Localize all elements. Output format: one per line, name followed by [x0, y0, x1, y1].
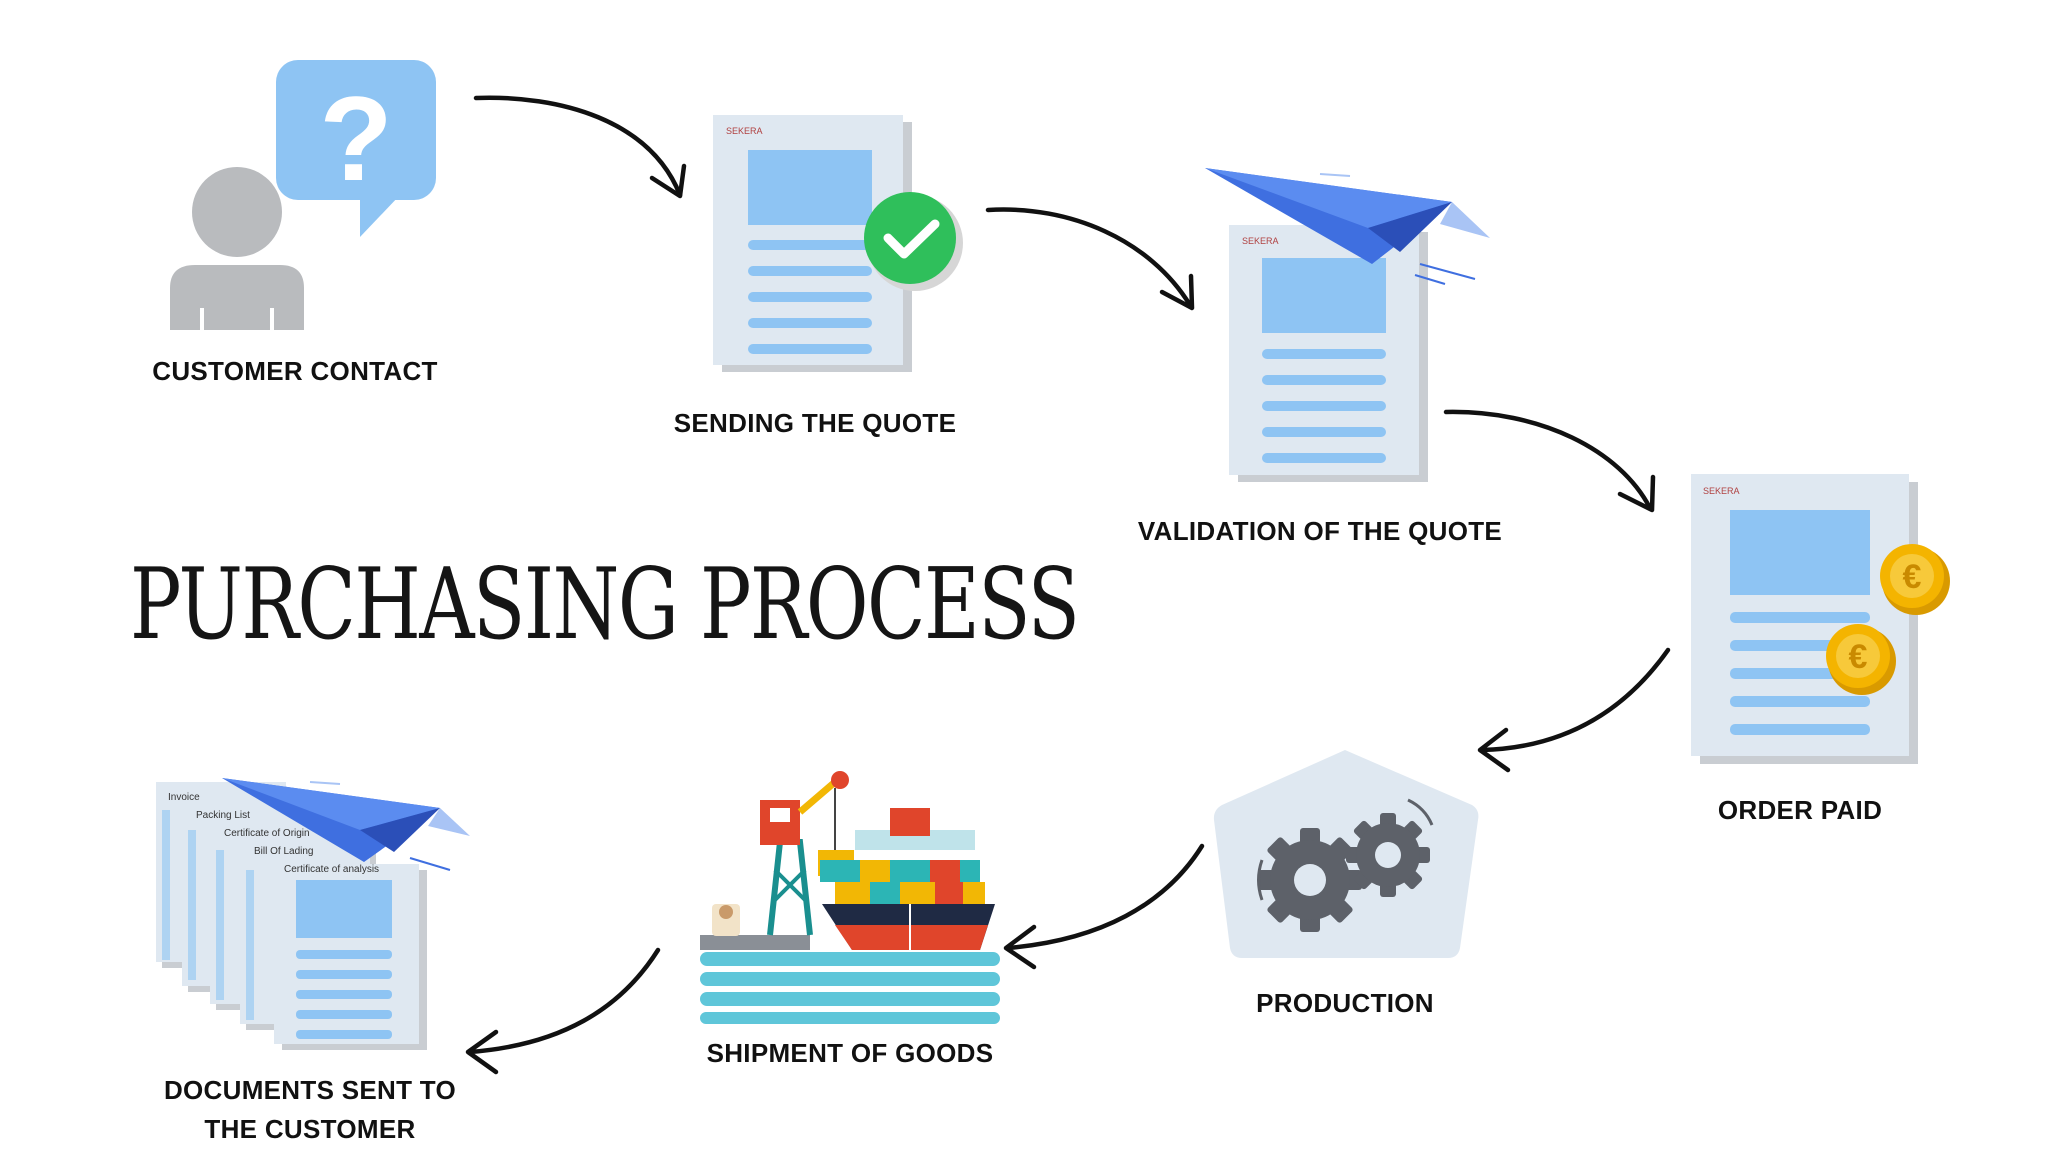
arrow-quote-to-validation [985, 207, 1195, 311]
svg-text:?: ? [319, 72, 392, 206]
step-label-production: PRODUCTION [1256, 988, 1434, 1018]
svg-text:SEKERA: SEKERA [1703, 486, 1740, 496]
step-label-order-paid: ORDER PAID [1717, 795, 1883, 825]
svg-text:€: € [1903, 558, 1922, 596]
quote-paper-plane-icon: SEKERA [1205, 168, 1490, 482]
arrow-contact-to-quote [473, 95, 687, 199]
step-label-shipment: SHIPMENT OF GOODS [706, 1038, 994, 1068]
arrow-production-to-shipment [1003, 843, 1205, 970]
doc-label-bill-of-lading: Bill Of Lading [254, 846, 313, 857]
doc-label-invoice: Invoice [168, 792, 200, 803]
step-label-documents-line1: DOCUMENTS SENT TO [163, 1075, 457, 1105]
cargo-ship-icon [700, 771, 1000, 1024]
step-label-customer-contact: CUSTOMER CONTACT [152, 356, 438, 386]
quote-checked-icon: SEKERA [713, 115, 963, 372]
step-label-sending-quote: SENDING THE QUOTE [673, 408, 957, 438]
step-label-documents-line2: THE CUSTOMER [204, 1114, 416, 1144]
customer-question-icon: ? [170, 60, 436, 330]
doc-label-packing-list: Packing List [196, 810, 250, 821]
gears-icon [1213, 750, 1479, 958]
doc-label-certificate-origin: Certificate of Origin [224, 828, 310, 839]
quote-euro-coins-icon: SEKERA € € [1691, 474, 1950, 764]
svg-text:€: € [1849, 638, 1868, 676]
step-label-validation-quote: VALIDATION OF THE QUOTE [1137, 516, 1503, 546]
svg-text:SEKERA: SEKERA [726, 126, 763, 136]
documents-stack-icon: Invoice Packing List Certificate of Orig… [156, 778, 470, 1050]
doc-label-certificate-analysis: Certificate of analysis [284, 864, 379, 875]
arrow-paid-to-production [1477, 647, 1671, 773]
arrow-shipment-to-documents [465, 947, 661, 1075]
arrow-validation-to-paid [1443, 409, 1656, 513]
svg-text:SEKERA: SEKERA [1242, 236, 1279, 246]
page-title: PURCHASING PROCESS [130, 548, 1080, 662]
